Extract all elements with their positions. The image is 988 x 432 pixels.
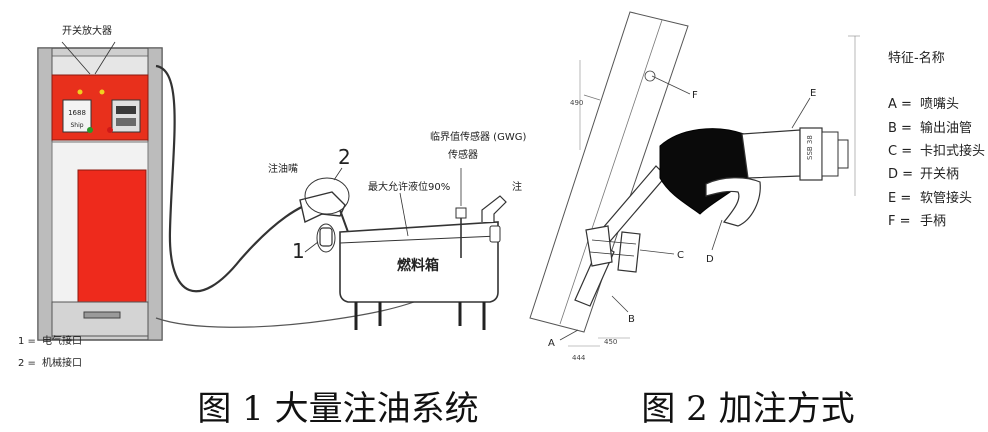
dim-text-4: 450 <box>604 338 617 346</box>
max-level-label: 最大允许液位90% <box>368 180 450 193</box>
fig1-legend-text-2: 机械接口 <box>42 356 82 369</box>
fuel-tank <box>339 221 499 330</box>
indicator-light-red <box>107 127 113 133</box>
fuel-hose <box>155 64 321 293</box>
tank-connector <box>489 225 501 243</box>
level-sensor-head <box>455 207 467 219</box>
indicator-light-yellow-2 <box>99 89 105 95</box>
electrical-connector <box>319 227 333 247</box>
nozzle-body <box>741 129 801 179</box>
letter-E: E <box>810 88 816 99</box>
fig2-legend-text-F: 手柄 <box>920 214 946 229</box>
label-1: 1 <box>292 239 305 263</box>
switch-lever <box>705 177 761 227</box>
fig1-caption: 图 1 大量注油系统 <box>197 389 478 429</box>
fig1-legend-key-1: 1 = <box>18 336 36 347</box>
filler-neck <box>481 195 507 222</box>
fig2-legend-key-C: C = <box>888 144 912 159</box>
label-2: 2 <box>338 145 351 169</box>
fig2-legend-text-D: 开关柄 <box>920 167 959 182</box>
fig2-caption: 图 2 加注方式 <box>641 389 854 429</box>
fig1-legend-text-1: 电气接口 <box>42 334 82 347</box>
tank-label: 燃料箱 <box>397 257 439 274</box>
pump-display <box>62 99 92 133</box>
snap-coupling-right <box>617 231 641 273</box>
fig2-legend-text-E: 软管接头 <box>920 190 972 206</box>
pump-brand-text: Ship <box>70 122 83 129</box>
fig2-legend-key-F: F = <box>888 214 911 229</box>
indicator-light-green <box>87 127 93 133</box>
fig2-legend-text-C: 卡扣式接头 <box>920 143 985 159</box>
dim-text-3: 444 <box>572 354 586 362</box>
fig2-legend-text-B: 输出油管 <box>920 120 972 136</box>
fig2-legend-key-A: A = <box>888 97 912 112</box>
sensor-label-line1: 临界值传感器 (GWG) <box>430 130 526 143</box>
indicator-light-yellow <box>77 89 83 95</box>
letter-A: A <box>548 338 555 349</box>
dim-text-2: SSB 38 <box>806 135 814 160</box>
letter-C: C <box>677 250 684 261</box>
fig2-legend-key-B: B = <box>888 121 912 136</box>
fuel-dispenser: 1688 Ship <box>37 47 163 341</box>
fig2-legend-text-A: 喷嘴头 <box>920 97 959 112</box>
fig1-legend-key-2: 2 = <box>18 358 36 369</box>
electrical-interface-callout <box>316 223 336 253</box>
letter-F: F <box>692 90 698 101</box>
edge-mark: 注 <box>512 180 522 193</box>
nozzle-label: 注油嘴 <box>268 162 298 175</box>
pump-display-text: 1688 <box>68 109 86 117</box>
amplifier-label: 开关放大器 <box>62 24 112 37</box>
pump-body-red <box>77 169 147 303</box>
sensor-label-line2: 传感器 <box>448 148 478 161</box>
fig2-legend-key-E: E = <box>888 191 911 206</box>
pump-control-box <box>111 99 141 133</box>
fig2-legend-title: 特征-名称 <box>888 50 945 66</box>
fuel-nozzle <box>299 191 349 233</box>
nozzle-technical-drawing: F 490 C SSB 38 E D B <box>529 11 860 362</box>
dim-text-1: 490 <box>570 99 583 107</box>
fig2-legend-key-D: D = <box>888 167 913 182</box>
mechanical-interface-callout <box>304 177 350 215</box>
snap-coupling-left <box>585 225 613 267</box>
nozzle-body-black <box>659 128 751 215</box>
letter-D: D <box>706 254 714 265</box>
letter-B: B <box>628 314 635 325</box>
